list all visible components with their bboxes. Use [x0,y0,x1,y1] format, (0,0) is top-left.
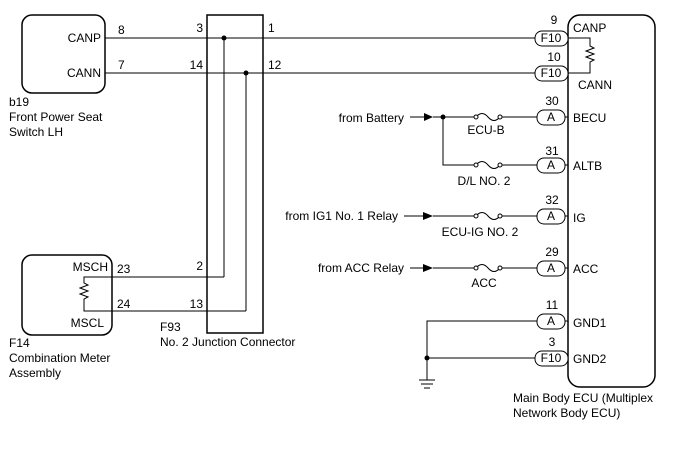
fuse-ecu-ig-no2-label: ECU-IG NO. 2 [442,225,519,239]
ecu-connector-code-ig: A [547,209,555,223]
source-battery-label: from Battery [339,111,404,125]
ecu-pin-number-9: 9 [551,13,558,27]
fuse-ecu-ig-no2-terminal-left [473,213,479,219]
b19-component-box [21,14,106,94]
ecu-pin-number-32: 32 [545,193,559,207]
fuse-acc-terminal-left [473,265,479,271]
ecu-pin-label-cann: CANN [578,78,612,92]
ecu-connector-code-gnd2: F10 [541,351,562,365]
ecu-pin-number-3: 3 [549,335,556,349]
ecu-pin-label-becu: BECU [573,111,606,125]
ecu-pin-number-11: 11 [546,298,559,312]
ecu-pin-label-acc: ACC [573,262,599,276]
fuse-ecu-ig-no2-icon [475,212,501,220]
fuse-acc-label: ACC [471,276,497,290]
fuse-ecu-b-label: ECU-B [467,123,504,137]
ecu-pin-number-30: 30 [545,94,559,108]
ecu-connector-code-cann: F10 [541,66,562,80]
f93-connector-name: No. 2 Junction Connector [160,335,295,349]
ecu-connector-code-altb: A [547,158,555,172]
f93-pin-number-13: 13 [190,297,204,311]
fuse-ecu-ig-no2-terminal-right [497,213,503,219]
acc-arrow-icon [423,264,433,272]
fuse-ecu-b-icon [475,113,501,121]
b19-pin-label-canp: CANP [68,31,101,45]
ecu-name-line2: Network Body ECU) [513,406,620,420]
f93-pin-number-2: 2 [196,259,203,273]
altb-wire [442,117,537,166]
b19-component-name-line2: Switch LH [9,125,63,139]
fuse-dl-no2-terminal-left [473,162,479,168]
ecu-pin-label-canp: CANP [573,21,606,35]
f93-connector-code: F93 [160,320,181,334]
f93-pin-number-14: 14 [190,58,204,72]
f14-component-box [21,254,113,336]
fuse-ecu-b-terminal-right [497,114,503,120]
ground-splice-dot [424,355,430,361]
b19-pin-number-canp: 8 [118,23,125,37]
fuse-ecu-b-terminal-left [473,114,479,120]
fuse-dl-no2-terminal-right [497,162,503,168]
b19-pin-label-cann: CANN [67,66,101,80]
gnd1-wire [426,320,537,380]
b19-pin-number-cann: 7 [118,58,125,72]
ecu-connector-code-acc: A [547,261,555,275]
ecu-internal-can-resistor [568,37,596,74]
f14-internal-resistor [78,276,112,312]
ecu-pin-label-gnd2: GND2 [573,352,607,366]
ecu-connector-box-canp [534,30,569,47]
b19-connector-code: b19 [9,95,29,109]
f93-pin-number-3: 3 [196,21,203,35]
source-acc-relay-label: from ACC Relay [318,261,404,275]
ecu-name-line1: Main Body ECU (Multiplex [513,391,653,405]
f14-pin-label-mscl: MSCL [71,316,105,330]
main-body-ecu-box [567,14,656,388]
ecu-connector-box-cann [534,65,569,82]
ground-symbol-icon [419,379,435,389]
ecu-pin-label-ig: IG [573,211,586,225]
f93-pin-number-12: 12 [268,58,282,72]
f14-component-name-line1: Combination Meter [9,351,110,365]
f14-pin-number-msch: 23 [117,262,131,276]
ecu-connector-code-canp: F10 [541,31,562,45]
f93-junction-connector-box [206,14,264,334]
source-ig1-relay-label: from IG1 No. 1 Relay [285,209,398,223]
fuse-acc-terminal-right [497,265,503,271]
f14-pin-number-mscl: 24 [117,297,131,311]
ecu-connector-code-gnd1: A [547,314,555,328]
ecu-pin-label-altb: ALTB [573,159,602,173]
ecu-pin-number-10: 10 [547,50,561,64]
b19-component-name-line1: Front Power Seat [9,110,103,124]
f93-pin-number-1: 1 [268,21,275,35]
ecu-pin-number-31: 31 [545,144,559,158]
ecu-connector-code-becu: A [547,110,555,124]
fuse-acc-icon [475,264,501,272]
fuse-dl-no2-label: D/L NO. 2 [458,174,511,188]
ecu-pin-label-gnd1: GND1 [573,316,607,330]
battery-arrow-icon [424,113,433,121]
ig1-arrow-icon [423,212,433,220]
fuse-dl-no2-icon [475,161,501,169]
f14-connector-code: F14 [9,336,30,350]
f14-pin-label-msch: MSCH [73,260,108,274]
ecu-pin-number-29: 29 [545,245,559,259]
ecu-pin-stubs [565,116,568,322]
f14-component-name-line2: Assembly [9,366,61,380]
